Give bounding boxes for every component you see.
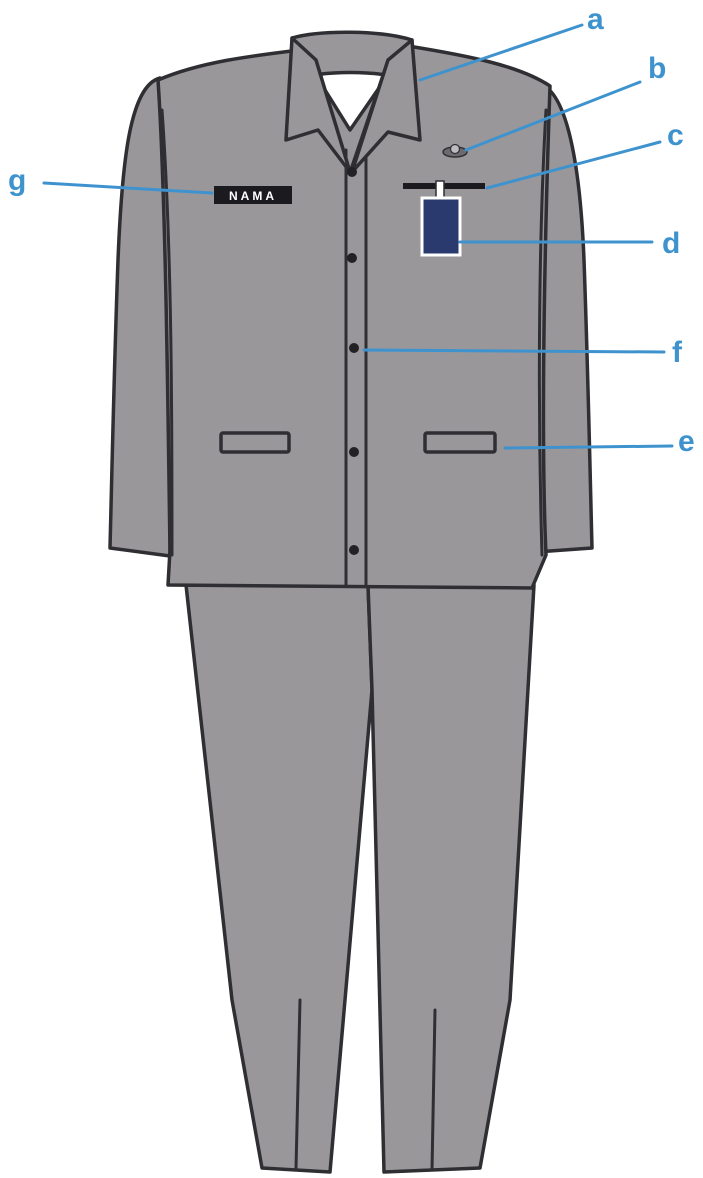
name-tag-text: NAMA <box>229 189 277 203</box>
leader-f <box>364 350 664 352</box>
jacket-body <box>158 46 550 588</box>
emblem-center <box>451 145 460 154</box>
left-trouser-leg <box>186 585 372 1172</box>
button <box>349 545 359 555</box>
button <box>349 343 359 353</box>
callout-d: d <box>662 227 680 260</box>
button <box>347 167 357 177</box>
callout-c: c <box>667 119 684 152</box>
right-pocket-flap <box>425 433 495 452</box>
callout-b: b <box>648 52 666 85</box>
callout-a: a <box>587 3 604 36</box>
callout-g: g <box>8 164 26 197</box>
callout-e: e <box>678 425 695 458</box>
id-card-clip <box>436 181 444 199</box>
right-trouser-leg <box>368 585 534 1172</box>
trousers <box>186 585 534 1172</box>
left-pocket-flap <box>221 433 289 452</box>
leader-e <box>505 446 672 448</box>
button <box>349 447 359 457</box>
jacket: NAMA <box>110 32 592 588</box>
button <box>347 253 357 263</box>
callout-f: f <box>672 336 683 369</box>
id-card-body <box>422 198 460 255</box>
name-tag: NAMA <box>214 186 292 204</box>
